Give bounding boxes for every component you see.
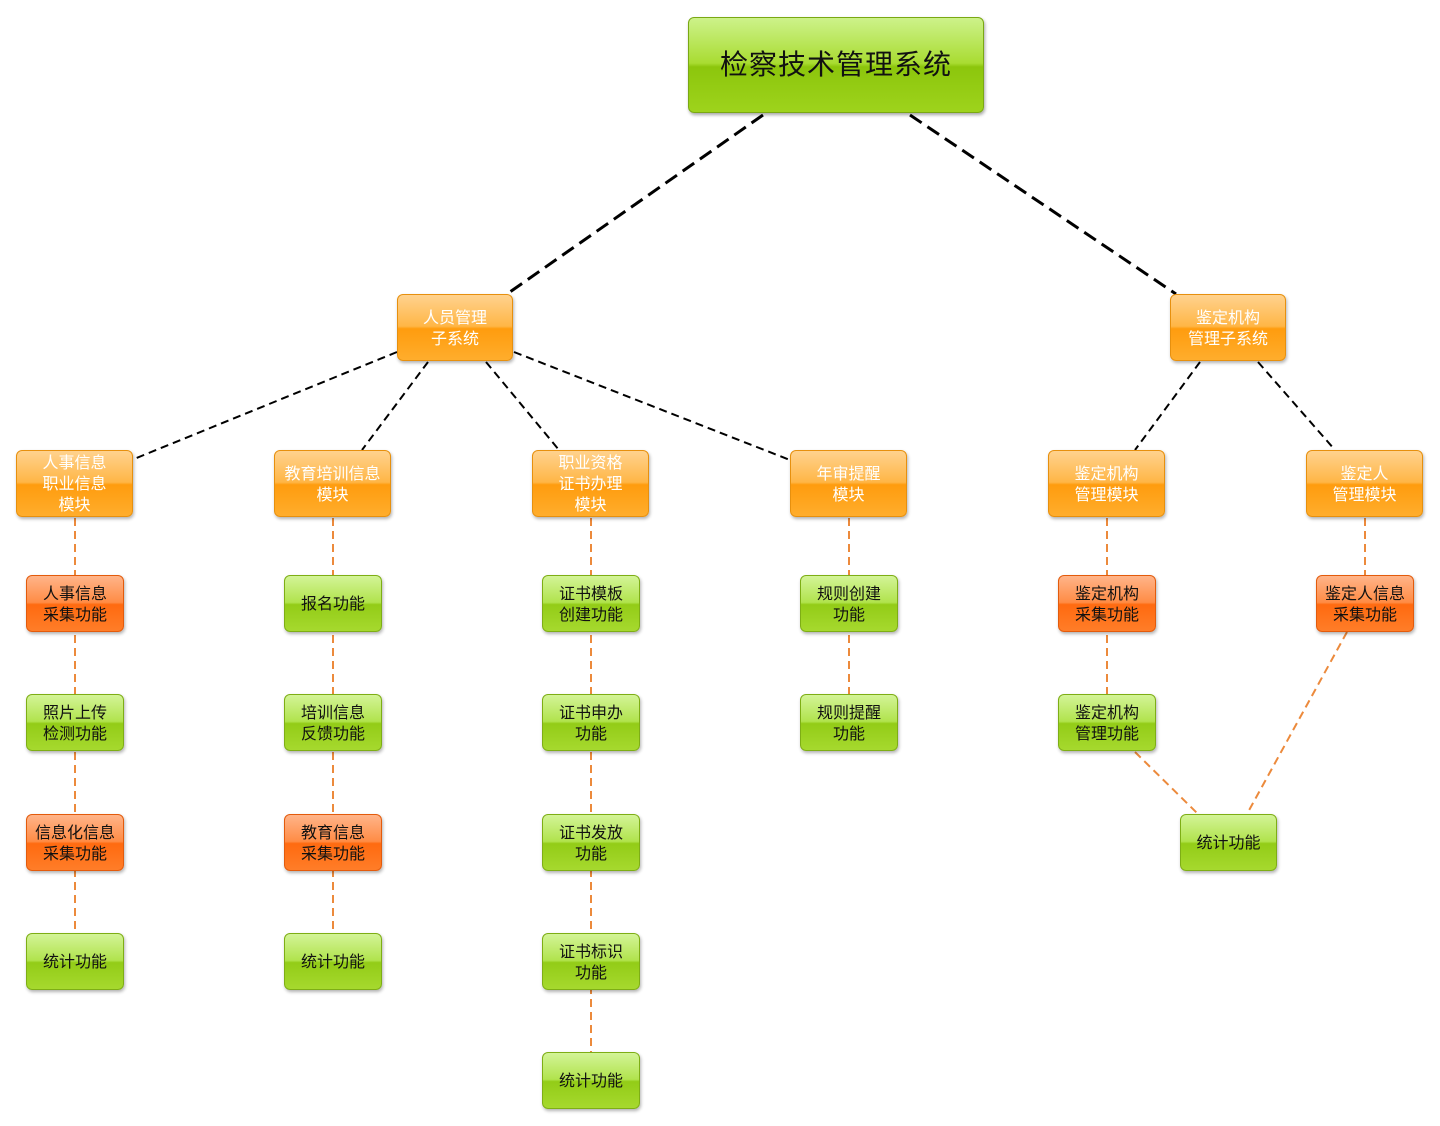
module-appraiser: 鉴定人 管理模块 bbox=[1306, 450, 1423, 517]
subsystem-connectors bbox=[133, 351, 1336, 461]
subsystem-personnel: 人员管理 子系统 bbox=[397, 294, 513, 361]
root-connectors bbox=[506, 113, 1177, 296]
connector-inst-manage-stats bbox=[1134, 751, 1199, 815]
connector-appraiser-collect-stats bbox=[1246, 631, 1348, 815]
connector-appraisal-institution bbox=[1134, 361, 1201, 451]
root-node: 检察技术管理系统 bbox=[688, 17, 984, 113]
function-cert-mark: 证书标识 功能 bbox=[542, 933, 640, 990]
function-signup: 报名功能 bbox=[284, 575, 382, 632]
connector-personnel-hr bbox=[133, 351, 398, 460]
connector-root-appraisal bbox=[909, 113, 1177, 296]
function-cert-stats: 统计功能 bbox=[542, 1052, 640, 1109]
connector-appraisal-appraiser bbox=[1257, 361, 1336, 451]
function-training-feedback: 培训信息 反馈功能 bbox=[284, 694, 382, 751]
function-rule-create: 规则创建 功能 bbox=[800, 575, 898, 632]
function-edu-collect: 教育信息 采集功能 bbox=[284, 814, 382, 871]
function-inst-manage: 鉴定机构 管理功能 bbox=[1058, 694, 1156, 751]
function-info-collect: 信息化信息 采集功能 bbox=[26, 814, 124, 871]
function-cert-template: 证书模板 创建功能 bbox=[542, 575, 640, 632]
function-edu-stats: 统计功能 bbox=[284, 933, 382, 990]
function-hr-collect: 人事信息 采集功能 bbox=[26, 575, 124, 632]
connector-personnel-education bbox=[361, 361, 429, 451]
module-hr-info: 人事信息 职业信息 模块 bbox=[16, 450, 133, 517]
connector-root-personnel bbox=[506, 113, 764, 296]
function-hr-stats: 统计功能 bbox=[26, 933, 124, 990]
function-appraisal-stats: 统计功能 bbox=[1180, 814, 1277, 871]
function-cert-issue: 证书发放 功能 bbox=[542, 814, 640, 871]
module-annual: 年审提醒 模块 bbox=[790, 450, 907, 517]
function-photo-upload: 照片上传 检测功能 bbox=[26, 694, 124, 751]
connector-personnel-annual bbox=[513, 351, 791, 461]
function-inst-collect: 鉴定机构 采集功能 bbox=[1058, 575, 1156, 632]
module-institution: 鉴定机构 管理模块 bbox=[1048, 450, 1165, 517]
subsystem-appraisal: 鉴定机构 管理子系统 bbox=[1170, 294, 1286, 361]
connector-personnel-certificate bbox=[485, 361, 560, 451]
function-cert-apply: 证书申办 功能 bbox=[542, 694, 640, 751]
module-certificate: 职业资格 证书办理 模块 bbox=[532, 450, 649, 517]
module-education: 教育培训信息 模块 bbox=[274, 450, 391, 517]
function-rule-remind: 规则提醒 功能 bbox=[800, 694, 898, 751]
function-appraiser-collect: 鉴定人信息 采集功能 bbox=[1316, 575, 1414, 632]
function-connectors bbox=[74, 518, 1366, 1052]
